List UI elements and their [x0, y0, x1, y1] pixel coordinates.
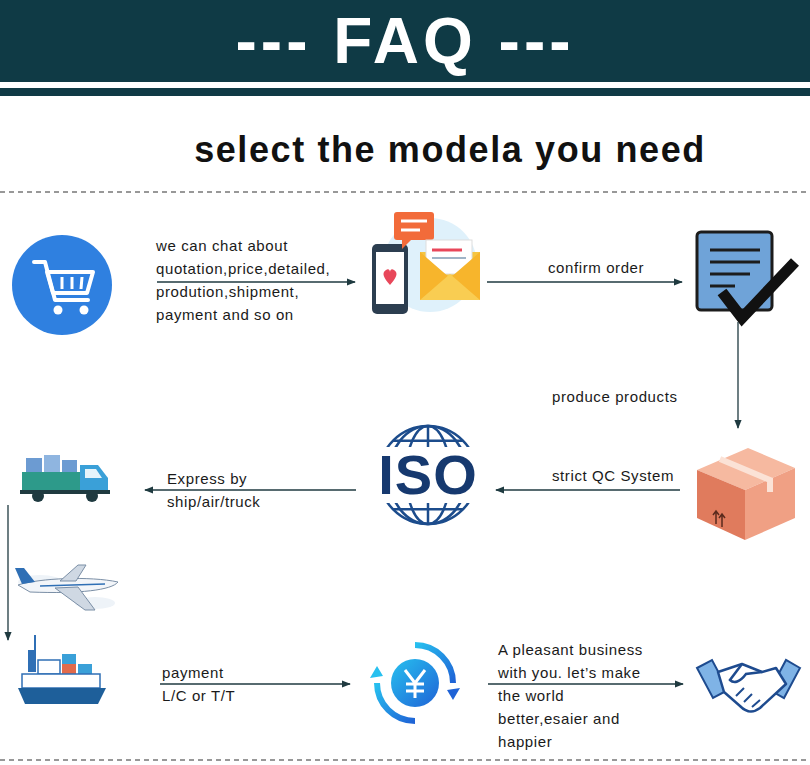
box-icon — [720, 459, 770, 492]
flow-arrow — [488, 683, 683, 684]
cart-icon — [12, 235, 112, 335]
cart-icon — [12, 235, 112, 335]
cart-icon — [61, 277, 64, 289]
subtitle: select the modela you need — [130, 128, 770, 172]
truck-icon — [44, 455, 60, 472]
handshake-icon — [718, 664, 786, 712]
truck-icon — [86, 490, 98, 502]
plane-icon — [60, 565, 86, 581]
ship-icon — [22, 674, 100, 688]
chat-icon — [401, 229, 420, 232]
box-icon — [697, 448, 795, 540]
plane-icon — [55, 587, 95, 610]
logo-text: ISO — [375, 447, 480, 503]
header-band — [0, 0, 810, 82]
step-text: produce products — [552, 385, 722, 408]
cart-icon — [54, 306, 63, 315]
chat-icon — [420, 274, 480, 300]
step-text: A pleasant business with you. let’s make… — [498, 638, 648, 753]
header-band — [0, 0, 810, 96]
chat-icon — [420, 252, 480, 300]
chat-icon — [401, 220, 427, 223]
chat-icon — [402, 240, 411, 249]
flow-arrow — [737, 322, 738, 428]
iso-logo: ISO — [363, 424, 493, 526]
yen-icon — [405, 670, 425, 698]
ship-icon — [34, 635, 36, 650]
chat-icon — [394, 212, 434, 240]
yen-icon — [370, 666, 383, 678]
document-icon — [710, 273, 750, 276]
ship-icon — [38, 660, 60, 674]
handshake-icon — [730, 664, 762, 682]
globe-line — [393, 508, 463, 511]
flow-arrow — [145, 489, 356, 490]
truck-icon — [22, 472, 80, 492]
flow-arrow — [8, 282, 738, 684]
plane-icon — [40, 584, 105, 586]
truck-icon — [32, 490, 44, 502]
cart-icon — [80, 306, 89, 315]
ship-icon — [18, 688, 106, 704]
dashed-rule — [0, 192, 810, 760]
plane-icon — [15, 565, 118, 610]
truck-icon — [26, 458, 42, 472]
globe-line — [393, 439, 463, 442]
yen-icon — [370, 645, 460, 721]
step-text: payment L/C or T/T — [162, 661, 250, 707]
flow-arrow — [487, 281, 682, 282]
truck-icon — [62, 460, 77, 472]
dashed-rule — [0, 191, 810, 192]
step-text: strict QC System — [552, 464, 678, 487]
ship-icon — [62, 654, 76, 664]
document-icon — [697, 232, 795, 318]
dashed-rule — [0, 759, 810, 760]
document-icon — [710, 249, 760, 252]
truck-icon — [20, 455, 110, 502]
flow-arrow — [157, 281, 355, 282]
flow-arrow — [496, 489, 680, 490]
ship-icon — [78, 664, 92, 674]
flow-arrow — [7, 505, 8, 640]
document-icon — [710, 285, 735, 288]
yen-icon — [447, 688, 460, 700]
box-icon — [713, 511, 725, 527]
flow-arrow — [160, 683, 350, 684]
chat-icon — [383, 269, 396, 285]
yen-icon — [391, 659, 439, 707]
chat-icon — [372, 244, 408, 314]
step-text: we can chat about quotation,price,detail… — [156, 234, 356, 326]
step-text: confirm order — [548, 256, 678, 279]
chat-icon — [432, 249, 462, 252]
truck-icon — [80, 465, 108, 492]
ship-icon — [62, 664, 76, 674]
header-band — [0, 88, 810, 96]
page-title: --- FAQ --- — [0, 6, 810, 76]
cart-icon — [47, 272, 93, 293]
box-icon — [697, 470, 745, 540]
document-icon — [710, 261, 760, 264]
plane-icon — [15, 568, 35, 584]
ship-icon — [18, 635, 106, 704]
chat-icon — [376, 252, 404, 304]
handshake-icon — [697, 660, 800, 712]
step-text: Express by ship/air/truck — [167, 467, 317, 513]
document-icon — [722, 262, 795, 318]
truck-icon — [85, 469, 102, 478]
cart-icon — [81, 277, 82, 289]
chat-icon — [372, 212, 480, 314]
cart-icon — [71, 277, 74, 289]
handshake-icon — [736, 688, 760, 707]
ship-icon — [28, 650, 36, 672]
chat-icon — [432, 257, 466, 259]
